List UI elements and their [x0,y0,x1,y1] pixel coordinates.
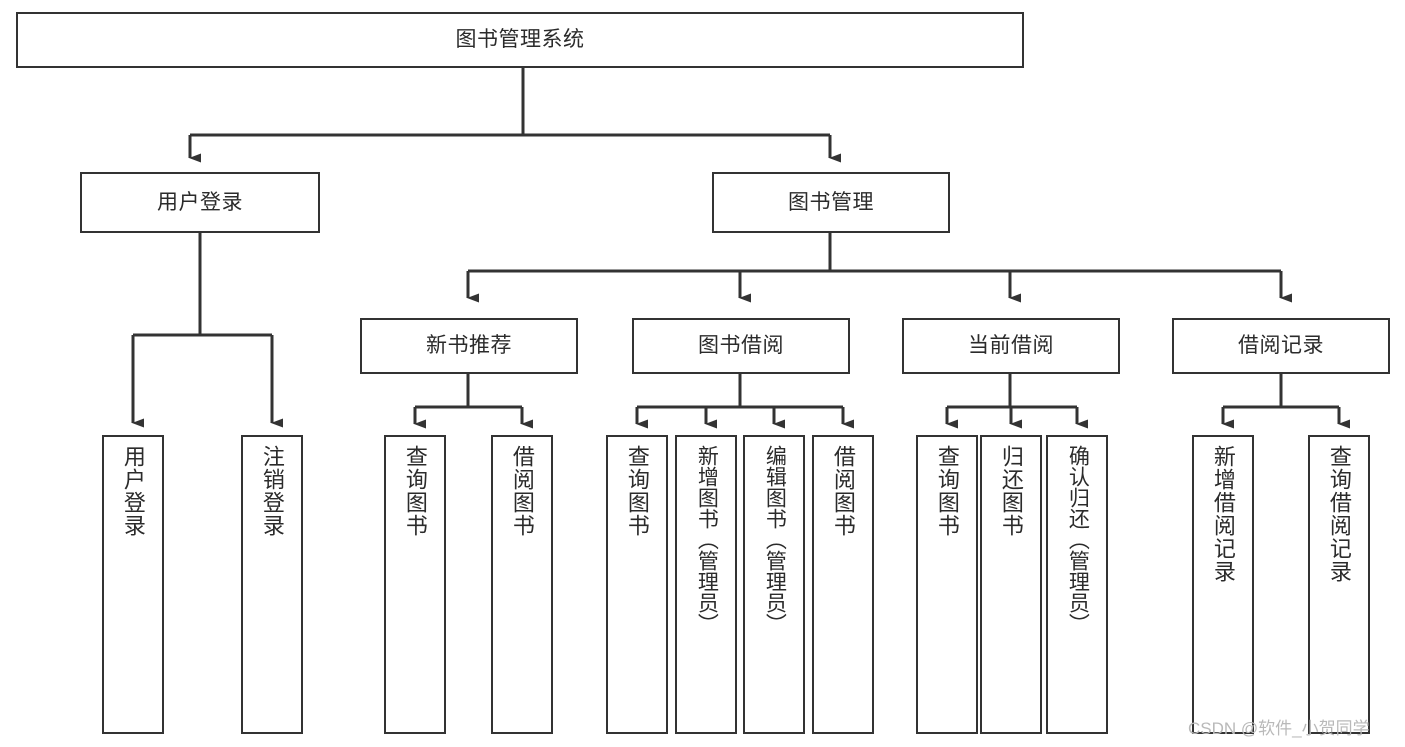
node-label: 借阅图书 [509,445,535,537]
leaf-borrow-record-add-record[interactable]: 新增借阅记录 [1192,435,1254,734]
leaf-book-borrow-edit-book-admin[interactable]: 编辑图书（管理员） [743,435,805,734]
node-current-borrow[interactable]: 当前借阅 [902,318,1120,374]
node-label: 新增图书（管理员） [695,445,719,634]
node-new-book-recommend[interactable]: 新书推荐 [360,318,578,374]
leaf-current-borrow-return-book[interactable]: 归还图书 [980,435,1042,734]
node-label: 新增借阅记录 [1210,445,1236,583]
node-label: 查询图书 [934,445,960,537]
node-label: 查询图书 [624,445,650,537]
node-label: 用户登录 [157,190,243,214]
leaf-user-login-logout[interactable]: 注销登录 [241,435,303,734]
node-label: 图书借阅 [698,334,784,358]
node-root-system[interactable]: 图书管理系统 [16,12,1024,68]
node-book-management[interactable]: 图书管理 [712,172,950,233]
node-label: 查询借阅记录 [1326,445,1352,583]
node-label: 用户登录 [120,445,146,537]
node-book-borrow[interactable]: 图书借阅 [632,318,850,374]
node-label: 注销登录 [259,445,285,537]
node-label: 图书管理 [788,190,874,214]
csdn-watermark: CSDN @软件_小贺同学 [1188,719,1370,738]
node-label: 借阅图书 [830,445,856,537]
node-label: 归还图书 [998,445,1024,537]
leaf-user-login-login[interactable]: 用户登录 [102,435,164,734]
node-label: 确认归还（管理员） [1066,445,1090,634]
leaf-current-borrow-confirm-return-admin[interactable]: 确认归还（管理员） [1046,435,1108,734]
leaf-book-borrow-query-book[interactable]: 查询图书 [606,435,668,734]
node-user-login[interactable]: 用户登录 [80,172,320,233]
node-label: 编辑图书（管理员） [763,445,787,634]
node-label: 新书推荐 [426,334,512,358]
node-label: 借阅记录 [1238,334,1324,358]
leaf-borrow-record-query-record[interactable]: 查询借阅记录 [1308,435,1370,734]
leaf-current-borrow-query-book[interactable]: 查询图书 [916,435,978,734]
leaf-new-book-query-book[interactable]: 查询图书 [384,435,446,734]
node-borrow-record[interactable]: 借阅记录 [1172,318,1390,374]
leaf-book-borrow-borrow-book[interactable]: 借阅图书 [812,435,874,734]
node-label: 图书管理系统 [455,28,585,52]
leaf-new-book-borrow-book[interactable]: 借阅图书 [491,435,553,734]
leaf-book-borrow-add-book-admin[interactable]: 新增图书（管理员） [675,435,737,734]
node-label: 查询图书 [402,445,428,537]
node-label: 当前借阅 [968,334,1054,358]
